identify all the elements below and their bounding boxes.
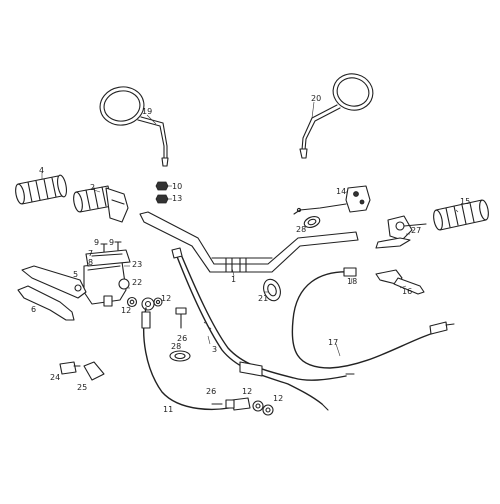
callout-2: 2 [90, 183, 95, 192]
banjo-bolt-upper [175, 307, 187, 329]
left-grip [15, 174, 68, 205]
callout-6: 6 [31, 305, 36, 314]
callout-25: 25 [77, 383, 87, 392]
callout-7: 7 [88, 249, 93, 258]
callout-18: 18 [347, 277, 357, 286]
brake-hose [141, 307, 251, 411]
washer-12-mid [153, 297, 163, 307]
callout-5: 5 [73, 270, 78, 279]
callout-labels: 1 2 3 4 5 6 7 8 9 9 10 11 12 12 12 12 13… [31, 94, 470, 414]
callout-19: 19 [142, 107, 152, 116]
cable-clamp-lower [169, 350, 191, 362]
callout-3: 3 [212, 345, 217, 354]
callout-21: 21 [258, 294, 268, 303]
callout-26b: 26 [206, 387, 216, 396]
brake-light-switch [59, 361, 81, 375]
electrical-switch [293, 185, 371, 215]
callout-22: 22 [132, 278, 142, 287]
banjo-washer-upper [141, 297, 155, 311]
callout-9a: 9 [94, 238, 99, 247]
rubber-boot [83, 361, 105, 381]
callout-23: 23 [132, 260, 142, 269]
washer-12-lower-b [262, 404, 274, 416]
callout-28b: 28 [171, 342, 181, 351]
leader-lines [41, 101, 459, 357]
brake-lever [21, 265, 87, 299]
callout-16: 16 [402, 287, 412, 296]
cap-screws [100, 241, 122, 253]
mirror-nut-10 [155, 181, 169, 191]
throttle-assembly [73, 185, 129, 223]
callout-13: 13 [172, 194, 182, 203]
callout-12d: 12 [273, 394, 283, 403]
left-mirror [99, 86, 169, 167]
callout-11: 11 [163, 405, 173, 414]
callout-12a: 12 [121, 306, 131, 315]
callout-12c: 12 [242, 387, 252, 396]
lever-6 [17, 285, 75, 321]
callout-24: 24 [50, 373, 60, 382]
callout-9b: 9 [109, 238, 114, 247]
cable-clamp-21 [263, 278, 281, 302]
cable-clamp-top [303, 216, 321, 228]
clutch-cable [291, 267, 455, 369]
callout-27: 27 [411, 226, 421, 235]
callout-4: 4 [39, 166, 44, 175]
brake-master-cylinder [83, 249, 131, 307]
callout-10: 10 [172, 182, 182, 191]
callout-15: 15 [460, 197, 470, 206]
mirror-nut-13 [155, 194, 169, 204]
washer-12-left [126, 296, 138, 308]
handlebar [139, 211, 359, 273]
callout-17: 17 [328, 338, 338, 347]
washer-12-lower-a [252, 400, 264, 412]
throttle-cable [171, 247, 355, 411]
callout-14: 14 [336, 187, 346, 196]
callout-20: 20 [311, 94, 321, 103]
right-grip [433, 199, 489, 231]
callout-26a: 26 [177, 334, 187, 343]
callout-28a: 28 [296, 225, 306, 234]
lever-16 [375, 269, 425, 295]
right-mirror [299, 73, 374, 159]
callout-1: 1 [231, 275, 236, 284]
callout-12b: 12 [161, 294, 171, 303]
callout-8: 8 [88, 258, 93, 267]
banjo-bolt-lower [211, 399, 235, 409]
